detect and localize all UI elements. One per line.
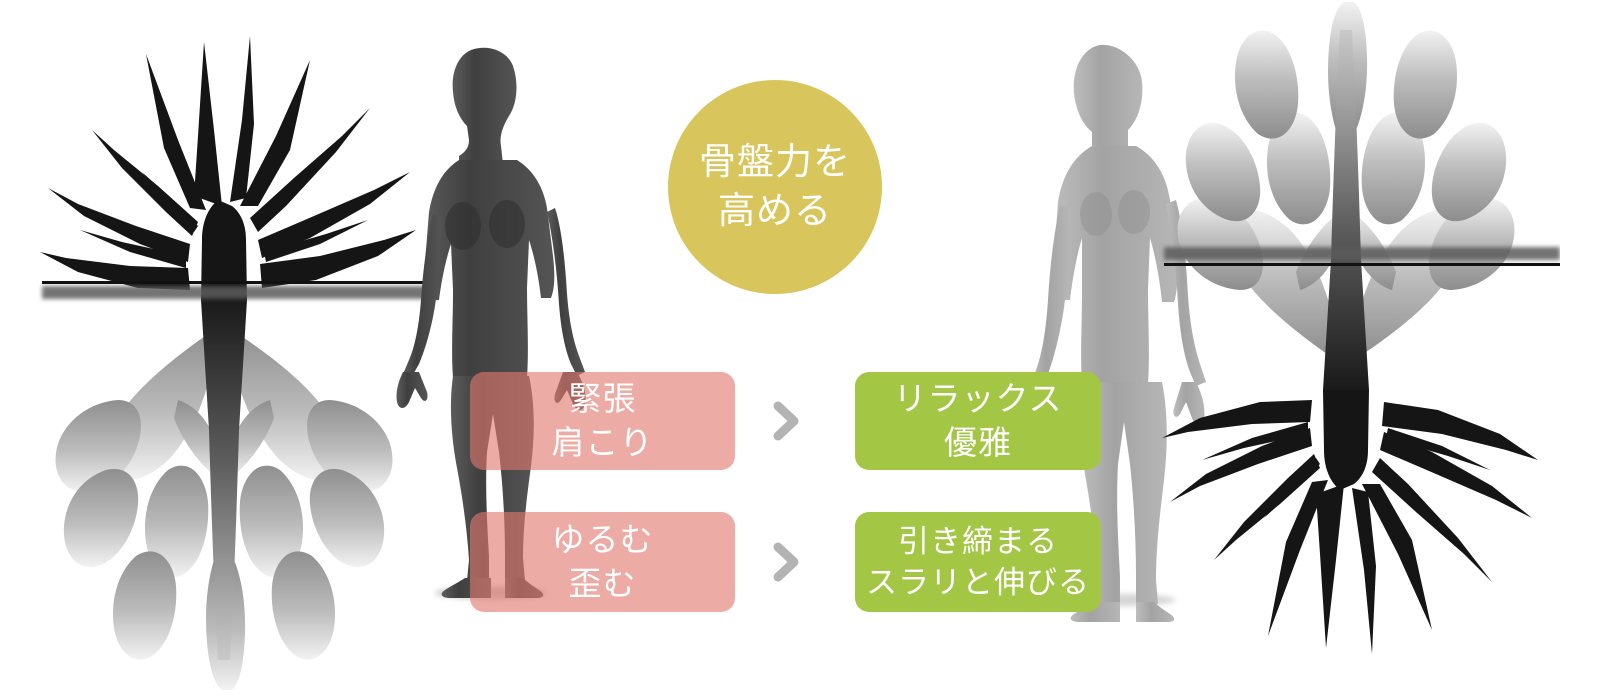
chevron-right-icon (766, 396, 806, 446)
chevron-right-icon (766, 537, 806, 587)
trunk-above (1323, 30, 1369, 390)
after-2-line-1: 引き締まる (898, 523, 1058, 559)
unstable-tree-illustration (18, 0, 438, 700)
strong-roots (1162, 390, 1538, 654)
after-state-box-2: 引き締まる スラリと伸びる (855, 512, 1101, 612)
goal-line-2: 高める (718, 190, 832, 231)
after-1-line-1: リラックス (893, 380, 1063, 418)
before-2-line-1: ゆるむ (551, 521, 654, 559)
after-state-box-1: リラックス 優雅 (855, 372, 1101, 470)
trunk-below (201, 300, 247, 660)
ground-line (1164, 247, 1560, 266)
goal-line-1: 骨盤力を (699, 141, 851, 183)
before-state-box-2: ゆるむ 歪む (470, 512, 735, 612)
body-shading (445, 200, 525, 250)
before-2-line-2: 歪む (568, 565, 637, 602)
female-silhouette-relaxed (1000, 0, 1230, 700)
body (1023, 44, 1206, 622)
before-1-line-1: 緊張 (568, 380, 637, 418)
ground-line (42, 281, 438, 299)
spiky-canopy (40, 36, 416, 300)
body-shading (1080, 190, 1150, 236)
root-mass (55, 330, 393, 690)
before-1-line-2: 肩こり (551, 424, 654, 461)
before-state-box-1: 緊張 肩こり (470, 372, 735, 470)
after-1-line-2: 優雅 (944, 424, 1012, 461)
goal-circle-badge: 骨盤力を 高める (668, 80, 882, 294)
stable-tree-illustration (1140, 0, 1560, 700)
after-2-line-2: スラリと伸びる (866, 565, 1090, 600)
